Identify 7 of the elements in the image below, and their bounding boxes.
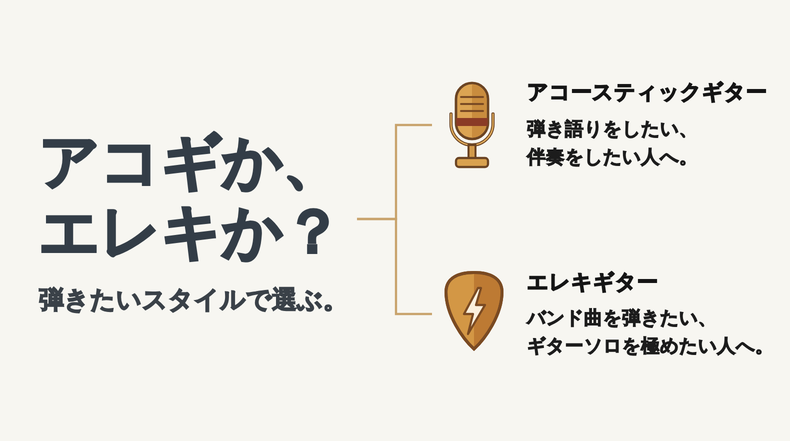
description: バンド曲を弾きたい、ギターソロを極めたい人へ。 [527,307,775,359]
heading: エレキギター [527,269,659,296]
connector-line [357,218,432,316]
subtitle: 弾きたいスタイルで選ぶ。 [39,284,349,316]
title: アコギか、エレキか？ [39,127,344,267]
description: 弾き語りをしたい、伴奏をしたい人へ。 [527,118,699,170]
heading: アコースティックギター [527,79,768,106]
